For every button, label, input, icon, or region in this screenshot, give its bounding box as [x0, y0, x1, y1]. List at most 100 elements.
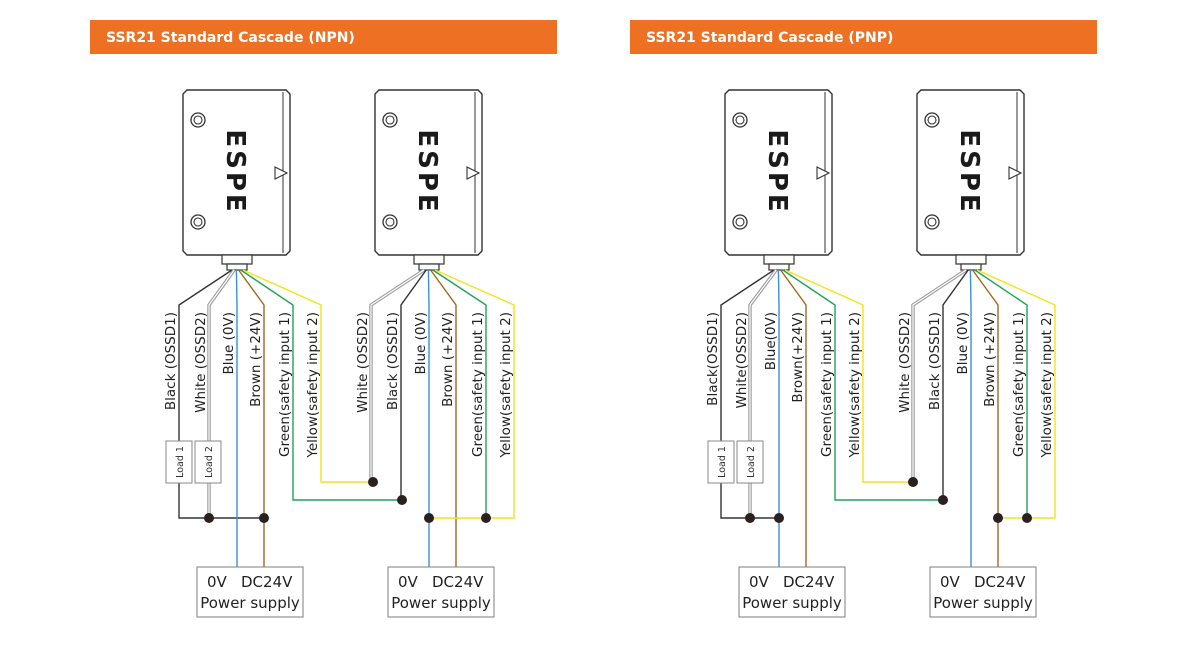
wire-label-green: Green(safety input 1)	[1011, 312, 1027, 457]
panel-header	[630, 20, 1097, 54]
wire-black	[942, 269, 969, 500]
load-label: Load 1	[175, 446, 186, 478]
wire-black	[720, 269, 779, 519]
power-supply-label: Power supply	[933, 594, 1033, 612]
triangle-marker-icon	[466, 166, 481, 180]
sensor-body	[182, 89, 291, 256]
power-supply-label: Power supply	[391, 594, 491, 612]
sensor-brand-logo: ESPE	[220, 129, 250, 214]
wire-blue	[235, 269, 238, 567]
triangle-marker-icon	[816, 166, 831, 180]
wire-yellow	[242, 269, 373, 483]
wire-blue	[969, 269, 972, 567]
junction-dot	[368, 477, 378, 487]
wire-brown	[430, 269, 457, 567]
triangle-marker-icon	[274, 166, 289, 180]
mount-hole-icon	[382, 214, 398, 230]
sensor-body	[374, 89, 483, 256]
junction-dot	[204, 513, 214, 523]
panel-pnp: SSR21 Standard Cascade (PNP) ESPE Black(OS…	[630, 20, 1097, 618]
sensor-1: ESPE Black (OSSD1) White (OSSD2) Blue (0V) B…	[163, 89, 402, 567]
terminal-0v-label: 0V	[940, 573, 961, 591]
wire-black	[178, 269, 264, 519]
mount-hole-icon	[382, 112, 398, 128]
panel-header	[90, 20, 557, 54]
junction-dot	[774, 513, 784, 523]
panel-npn: SSR21 Standard Cascade (NPN) ESPE Black (O…	[90, 20, 557, 618]
mount-hole-icon	[190, 214, 206, 230]
sensor-brand-logo: ESPE	[412, 129, 442, 214]
wire-green	[782, 269, 943, 501]
power-supply-box	[738, 566, 846, 618]
sensor-1: ESPEBlack(OSSD1)White(OSSD2)Blue(0V)Brow…	[705, 89, 943, 567]
junction-dot	[397, 495, 407, 505]
wire-label-black: Black(OSSD1)	[705, 312, 721, 406]
wire-label-green: Green(safety input 1)	[470, 312, 486, 457]
sensor-body	[916, 89, 1025, 256]
wire-black	[400, 269, 427, 500]
load-1	[707, 440, 735, 484]
wire-label-black: Black (OSSD1)	[163, 312, 179, 410]
load-label: Load 2	[746, 446, 757, 478]
mount-hole-icon	[924, 214, 940, 230]
wire-blue	[427, 269, 430, 567]
power-supply-2: 0V DC24V Power supply	[929, 566, 1037, 618]
load-2	[736, 440, 764, 484]
wire-label-yellow: Yellow(safety input 2)	[1039, 312, 1055, 459]
junction-dot	[424, 513, 434, 523]
junction-dot	[1022, 513, 1032, 523]
wire-label-white: White(OSSD2)	[734, 312, 750, 409]
junction-dot	[745, 513, 755, 523]
junction-dot	[993, 513, 1003, 523]
wire-yellow	[429, 269, 515, 519]
wire-label-brown: Brown (+24V)	[440, 312, 456, 407]
connector	[763, 254, 795, 265]
load-label: Load 1	[717, 446, 728, 478]
power-supply-box	[929, 566, 1037, 618]
sensor-brand-logo: ESPE	[762, 129, 792, 214]
wire-label-yellow: Yellow(safety input 2)	[498, 312, 514, 459]
power-supply-label: Power supply	[742, 594, 842, 612]
load-2	[194, 440, 222, 484]
terminal-0v-label: 0V	[749, 573, 770, 591]
junction-dot	[259, 513, 269, 523]
connector	[413, 254, 445, 265]
power-supply-label: Power supply	[200, 594, 300, 612]
terminal-24v-label: DC24V	[241, 573, 293, 591]
connector	[221, 254, 253, 265]
terminal-24v-label: DC24V	[974, 573, 1026, 591]
power-supply-1: 0V DC24V Power supply	[738, 566, 846, 618]
mount-hole-icon	[732, 214, 748, 230]
triangle-marker-icon	[1008, 166, 1023, 180]
power-supply-box	[196, 566, 304, 618]
wire-green	[432, 269, 487, 518]
wire-brown	[238, 269, 265, 567]
panel-title: SSR21 Standard Cascade (PNP)	[646, 30, 893, 46]
panel-title: SSR21 Standard Cascade (NPN)	[106, 30, 355, 46]
wire-label-brown: Brown (+24V)	[982, 312, 998, 407]
load-label: Load 2	[204, 446, 215, 478]
wire-label-yellow: Yellow(safety input 2)	[847, 312, 863, 459]
wire-green	[240, 269, 402, 501]
power-supply-1: 0V DC24V Power supply	[196, 566, 304, 618]
wire-yellow	[784, 269, 913, 483]
wire-label-white: White (OSSD2)	[193, 312, 209, 413]
wire-label-brown: Brown (+24V)	[248, 312, 264, 407]
wire-brown	[972, 269, 999, 567]
mount-hole-icon	[924, 112, 940, 128]
mount-hole-icon	[190, 112, 206, 128]
wire-label-brown: Brown(+24V)	[790, 312, 806, 403]
sensor-brand-logo: ESPE	[954, 129, 984, 214]
junction-dot	[908, 477, 918, 487]
wire-label-blue: Blue (0V)	[955, 312, 971, 375]
terminal-0v-label: 0V	[207, 573, 228, 591]
wire-label-blue: Blue (0V)	[221, 312, 237, 375]
sensor-body	[724, 89, 833, 256]
wire-green	[974, 269, 1028, 518]
power-supply-box	[387, 566, 495, 618]
connector	[955, 254, 987, 265]
terminal-24v-label: DC24V	[783, 573, 835, 591]
